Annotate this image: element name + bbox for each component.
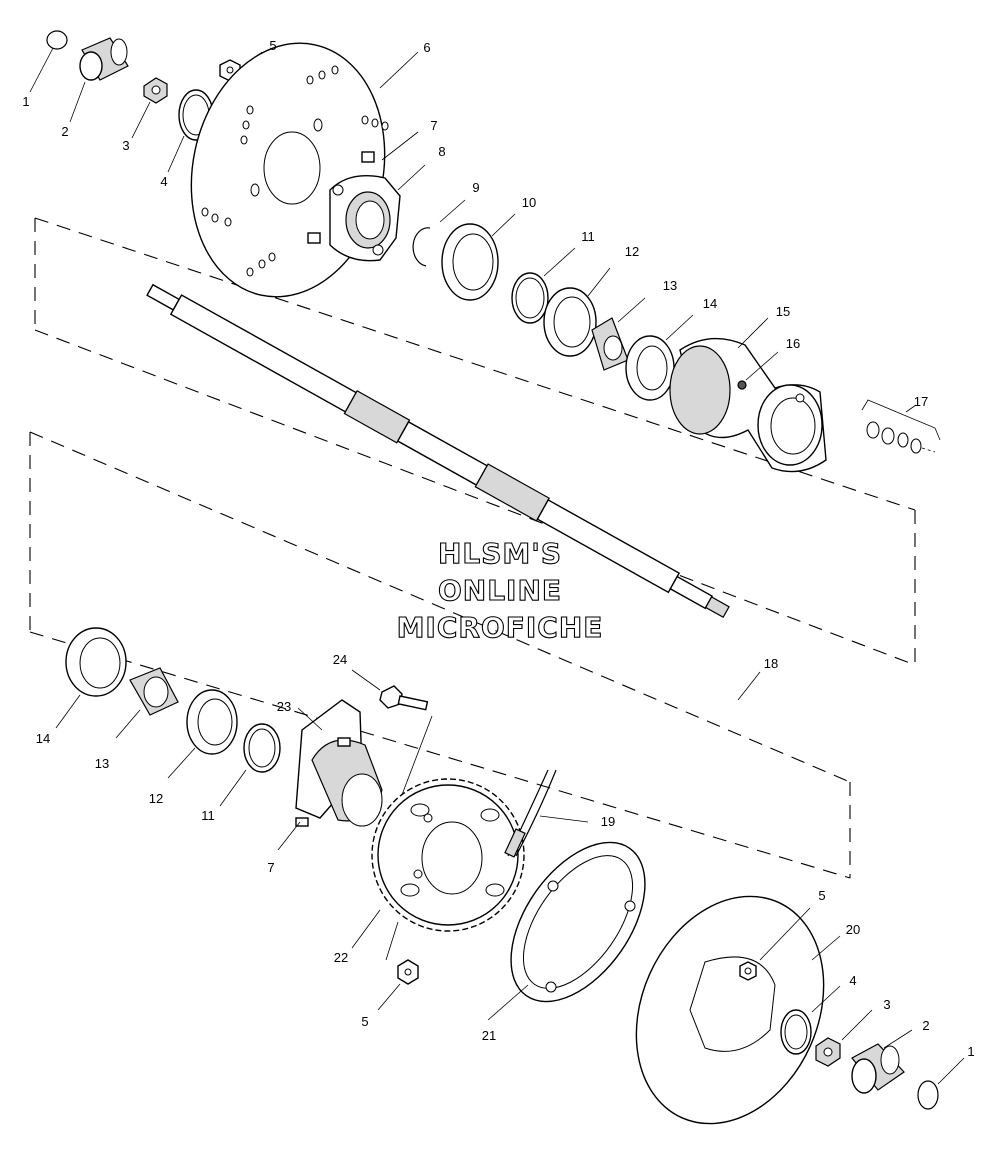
- watermark-line-2: ONLINE: [438, 574, 562, 607]
- ring-11-bottom: [219, 723, 281, 807]
- callout-5: 5: [269, 38, 276, 53]
- race-14-top: [625, 314, 694, 401]
- callout-19: 19: [601, 814, 615, 829]
- tapered-bearing-13-bottom: [115, 667, 179, 739]
- watermark-line-3: MICROFICHE: [397, 611, 604, 644]
- callout-6: 6: [423, 40, 430, 55]
- sprocket-hub-23: [277, 699, 383, 851]
- callout-17: 17: [914, 394, 928, 409]
- axle-shaft: [146, 283, 730, 619]
- brake-ring-21: [487, 841, 646, 1021]
- callout-8: 8: [438, 144, 445, 159]
- callout-9: 9: [472, 180, 479, 195]
- callout-11-lower: 11: [201, 808, 215, 823]
- brake-disc-top: [190, 42, 419, 298]
- snap-ring-top: [29, 30, 68, 93]
- callout-23: 23: [277, 699, 291, 714]
- callout-3-lower: 3: [883, 997, 890, 1012]
- callout-4: 4: [160, 174, 167, 189]
- snap-ring-bottom: [917, 1057, 965, 1110]
- bushing-2-bottom: [851, 1029, 913, 1094]
- ring-11-top: [511, 247, 576, 324]
- watermark: HLSM'S ONLINE MICROFICHE: [396, 536, 604, 644]
- fitting-16: [737, 351, 779, 390]
- sprocket-22: [351, 778, 525, 949]
- race-14-bottom: [55, 627, 127, 729]
- bolt-24: [351, 669, 433, 801]
- callout-5-lower-left: 5: [361, 1014, 368, 1029]
- watermark-line-1: HLSM'S: [438, 537, 562, 570]
- callout-5-lower-right: 5: [818, 888, 825, 903]
- bearing-10: [441, 213, 516, 301]
- race-12-bottom: [167, 689, 238, 779]
- callout-2: 2: [61, 124, 68, 139]
- callout-10: 10: [522, 195, 536, 210]
- callout-12-lower: 12: [149, 791, 163, 806]
- callout-2-lower: 2: [922, 1018, 929, 1033]
- callout-24: 24: [333, 652, 347, 667]
- nut-5-bottom: [377, 921, 419, 1011]
- bushing-top: [69, 37, 129, 123]
- callout-18: 18: [764, 656, 778, 671]
- callout-4-lower: 4: [849, 973, 856, 988]
- disc-holes: [201, 65, 389, 277]
- callouts: 1 2 3 4 5 6 7 8 9 10 11 12 13 14 15 16 1…: [22, 38, 974, 1059]
- brake-disc-20: [635, 895, 841, 1125]
- callout-14-lower: 14: [36, 731, 50, 746]
- cable-19: [504, 769, 589, 858]
- callout-12: 12: [625, 244, 639, 259]
- callout-13-lower: 13: [95, 756, 109, 771]
- callout-7-lower: 7: [267, 860, 274, 875]
- callout-20: 20: [846, 922, 860, 937]
- nut-top: [131, 77, 168, 139]
- callout-22: 22: [334, 950, 348, 965]
- callout-13: 13: [663, 278, 677, 293]
- axle-housing-15: [669, 317, 827, 473]
- washer-4-bottom: [780, 985, 841, 1055]
- race-12-top: [543, 267, 611, 357]
- callout-11: 11: [581, 229, 595, 244]
- callout-1-lower: 1: [967, 1044, 974, 1059]
- callout-21: 21: [482, 1028, 496, 1043]
- hardware-17: [861, 399, 941, 454]
- callout-7: 7: [430, 118, 437, 133]
- callout-15: 15: [776, 304, 790, 319]
- callout-1: 1: [22, 94, 29, 109]
- callout-14: 14: [703, 296, 717, 311]
- hub-top: [307, 131, 426, 262]
- axle-leader-18: [737, 671, 761, 701]
- callout-16: 16: [786, 336, 800, 351]
- circlip-9: [412, 199, 466, 267]
- nut-3-bottom: [815, 1009, 873, 1067]
- callout-3: 3: [122, 138, 129, 153]
